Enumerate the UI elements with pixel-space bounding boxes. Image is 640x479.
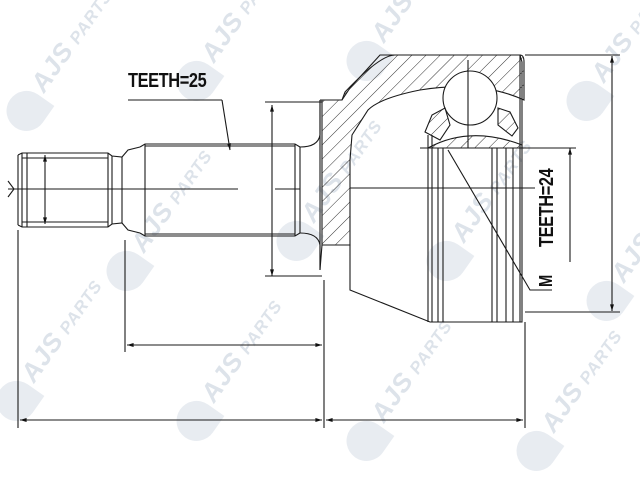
teeth25-leader <box>221 99 231 151</box>
inner-bore <box>350 135 535 322</box>
ball-bearing <box>442 70 498 126</box>
end-marker-icon <box>7 180 15 198</box>
cage-right <box>497 107 519 137</box>
splined-shaft <box>139 100 321 270</box>
cage-left <box>424 107 451 141</box>
cv-joint-drawing <box>7 54 620 428</box>
teeth-24-label: TEETH=24 <box>536 168 558 247</box>
teeth-25-label: TEETH=25 <box>128 70 207 92</box>
m-thread-leader <box>447 149 552 291</box>
shaft-end-stub <box>17 146 141 234</box>
thread-m-label: M <box>536 274 556 287</box>
inner-race <box>427 135 523 149</box>
